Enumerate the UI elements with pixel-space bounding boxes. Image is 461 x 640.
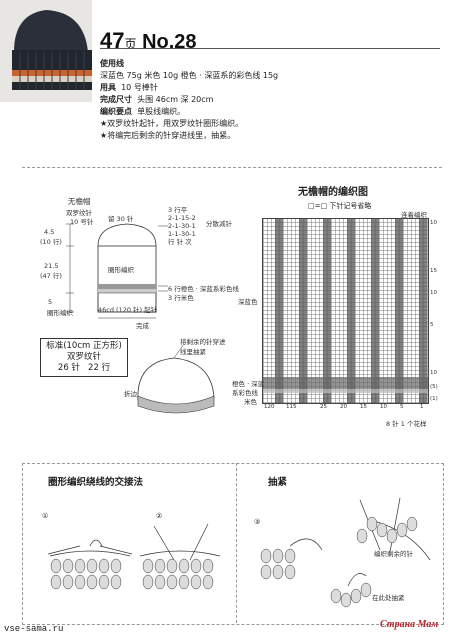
dim-left-1: 4.5: [44, 228, 55, 236]
dec-row: 2-1-30-1: [168, 222, 196, 230]
points-value: 单股线编织。: [137, 107, 186, 116]
finished-label-1: 将剩余的针穿进: [180, 338, 226, 346]
x-tick: 25: [320, 404, 327, 410]
bottom-label: 46cd (120 针) 起针: [98, 306, 158, 314]
watermark-left: vse-sama.ru: [4, 624, 64, 634]
chart-repeat-label: 8 针 1 个花样: [386, 420, 427, 428]
hat-schematic: [66, 223, 168, 319]
x-tick: 20: [340, 404, 347, 410]
pattern-number: No.28: [142, 31, 197, 53]
y-tick: (1): [430, 396, 438, 402]
points-label: 编织要点: [100, 107, 132, 116]
chart-label-orange: 橙色 · 深蓝: [232, 380, 265, 388]
chart-legend: □=□ 下针记号省略: [308, 202, 372, 210]
dim-left-1b: (10 行): [40, 238, 62, 246]
x-tick: 10: [380, 404, 387, 410]
watermark-right: Страна Мам: [380, 619, 439, 630]
left-section-title: 圈形编织绕线的交接法: [48, 477, 144, 488]
schematic-subtitle-2: 10 号针: [70, 218, 94, 226]
stripe-1: 6 行橙色 · 深蓝系彩色线: [168, 285, 239, 293]
step-2-marker: ②: [156, 512, 163, 520]
chart-label-deep-blue: 深蓝色: [238, 298, 258, 306]
size-label: 完成尺寸: [100, 95, 132, 104]
body-label: 圈形编织: [108, 266, 134, 274]
dec-row: 3 行平: [168, 206, 188, 214]
note-1: ★双罗纹针起针，用双罗纹针圈形编织。: [100, 119, 244, 128]
tighten-illustration: [260, 497, 431, 608]
join-illustration: [47, 523, 221, 590]
knitting-chart: [262, 218, 429, 404]
y-tick: 10: [430, 290, 437, 296]
chart-column: [395, 219, 403, 403]
chart-label-beige: 米色: [244, 398, 257, 406]
stripe-2: 3 行米色: [168, 294, 194, 302]
finished-label-3: 折边: [124, 390, 137, 398]
schematic-subtitle-1: 双罗纹针: [66, 209, 92, 217]
note-2: ★将编完后剩余的针穿进线里，抽紧。: [100, 131, 236, 140]
dim-left-2b: (47 行): [40, 272, 62, 280]
schematic-title: 无檐帽: [68, 197, 91, 206]
dim-left-3: 5: [48, 298, 53, 306]
chart-column: [323, 219, 331, 403]
dec-row: 1-1-30-1: [168, 230, 196, 238]
chart-column: [347, 219, 355, 403]
y-tick: (5): [430, 384, 438, 390]
page-unit: 页: [124, 37, 137, 51]
header-rule: [100, 48, 440, 49]
step-1-marker: ①: [42, 512, 49, 520]
page-number: 47: [100, 28, 125, 53]
y-tick: 10: [430, 370, 437, 376]
y-tick: 15: [430, 268, 437, 274]
tighten-note-2: 在此处抽紧: [372, 594, 405, 602]
x-tick: 120: [264, 404, 275, 410]
chart-column: [419, 219, 427, 403]
chart-end-label: 连着编织: [401, 211, 427, 219]
tool-value: 10 号棒针: [121, 83, 158, 92]
page-heading: 47页 No.28: [100, 28, 197, 54]
gauge-line-1: 标准(10cm 正方形): [46, 341, 122, 351]
chart-column: [299, 219, 307, 403]
instructions-divider: [236, 463, 237, 623]
dec-label: 分散减针: [206, 220, 232, 228]
finished-hat-drawing: [137, 343, 215, 414]
y-tick: 10: [430, 220, 437, 226]
materials-block: 使用线 深蓝色 75g 米色 10g 橙色 · 深蓝系的彩色线 15g 用具 1…: [100, 58, 440, 142]
size-value: 头围 46cm 深 20cm: [137, 95, 214, 104]
section-divider: [22, 167, 442, 168]
chart-column: [275, 219, 283, 403]
chart-band-orange: [263, 377, 428, 389]
hat-photo: [0, 0, 92, 102]
yarn-line: 深蓝色 75g 米色 10g 橙色 · 深蓝系的彩色线 15g: [100, 71, 279, 80]
chart-label-orange-2: 系彩色线: [232, 389, 258, 397]
dim-left-2: 21.5: [44, 262, 59, 270]
right-section-title: 抽紧: [268, 477, 288, 488]
chart-band-beige: [263, 389, 428, 393]
yarn-title: 使用线: [100, 59, 124, 68]
finish-label: 完成: [136, 322, 149, 330]
x-tick: 1: [420, 404, 424, 410]
top-stitches-label: 留 30 针: [108, 215, 134, 223]
gauge-rows: 22 行: [88, 363, 111, 373]
x-tick: 115: [286, 404, 297, 410]
dec-note: 行 针 次: [168, 238, 192, 246]
rib-label: 圈形编织: [47, 309, 73, 317]
x-tick: 15: [360, 404, 367, 410]
tighten-note-1: 编织剩余的针: [374, 550, 413, 558]
gauge-line-2: 双罗纹针: [66, 352, 101, 362]
gauge-stitches: 26 针: [57, 363, 80, 373]
dec-row: 2-1-15-2: [168, 214, 196, 222]
x-tick: 5: [400, 404, 404, 410]
chart-title: 无檐帽的编织图: [298, 187, 368, 198]
chart-column: [371, 219, 379, 403]
finished-label-2: 线里抽紧: [180, 348, 206, 356]
tool-label: 用具: [100, 83, 116, 92]
y-tick: 5: [430, 322, 434, 328]
decrease-rows: 3 行平 2-1-15-2 2-1-30-1 1-1-30-1 行 针 次: [168, 206, 196, 246]
instructions-box: [22, 463, 444, 625]
step-3-marker: ③: [254, 518, 261, 526]
gauge-box: 标准(10cm 正方形) 双罗纹针 26 针 22 行: [40, 338, 128, 377]
